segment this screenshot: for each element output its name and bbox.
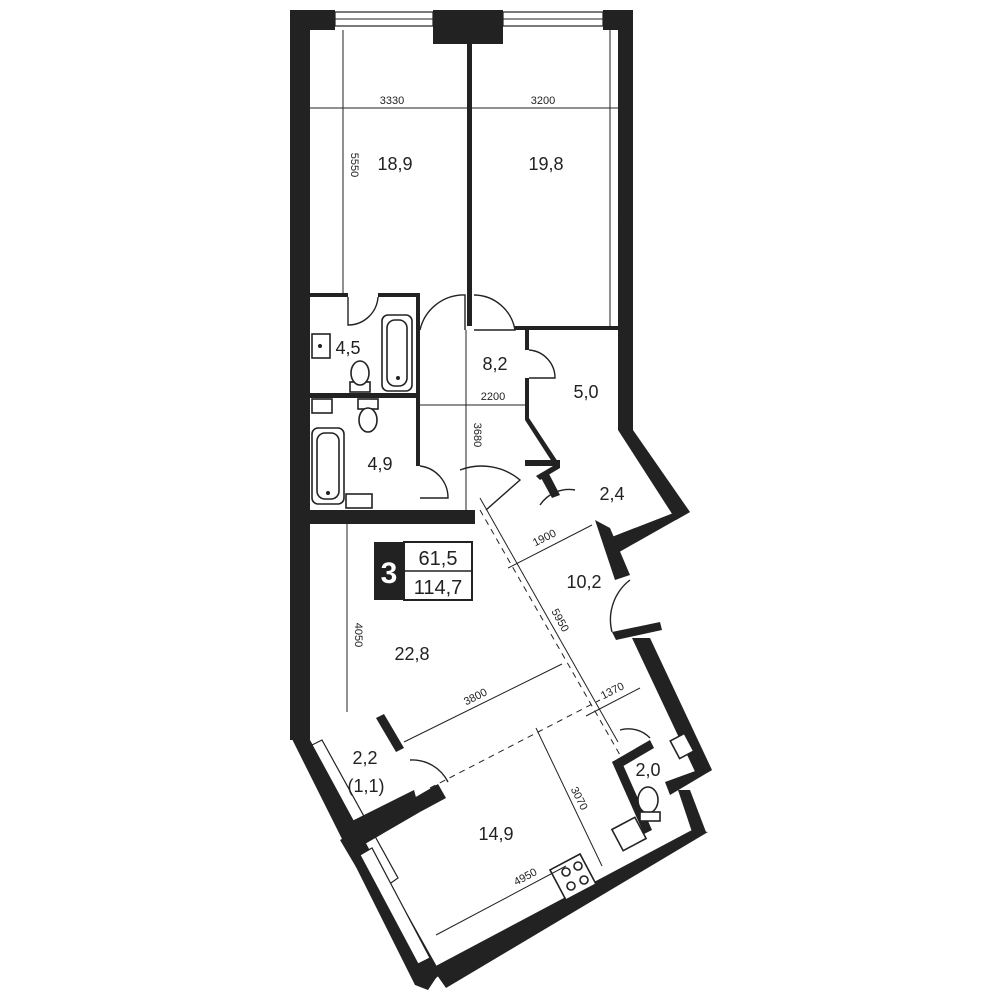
room-area-corridor: 10,2 [566, 572, 601, 592]
sink-wc [669, 732, 695, 760]
door-storage-1 [528, 349, 556, 379]
sink-3 [345, 493, 373, 509]
door-bathroom-1 [347, 296, 379, 326]
zone-lines [429, 509, 621, 789]
room-area-balcony: 2,2 [352, 748, 377, 768]
dim-hall-length: 3680 [471, 423, 483, 447]
room-area-balcony-reduced: (1,1) [347, 776, 384, 796]
toilet-2 [358, 407, 378, 433]
dim-kitchen-length: 3070 [568, 785, 590, 812]
column [433, 10, 503, 44]
room-area-storage-1: 5,0 [573, 382, 598, 402]
total-area: 114,7 [414, 577, 463, 599]
door-balcony [409, 759, 449, 783]
room-area-wc: 2,0 [635, 760, 660, 780]
toilet-1 [350, 360, 370, 386]
room-area-kitchen: 14,9 [478, 824, 513, 844]
dim-bedroom-1-width: 3330 [380, 95, 404, 107]
dim-kitchen-width: 4950 [512, 866, 539, 888]
door-bedroom-2 [473, 294, 516, 331]
door-hall [459, 465, 522, 511]
dim-living-length: 4050 [352, 623, 364, 647]
room-area-living: 22,8 [394, 644, 429, 664]
dim-corridor-width: 1900 [531, 527, 558, 549]
dim-bedroom-2-length: 6250 [615, 200, 627, 224]
stove [548, 852, 598, 902]
dim-bedroom-1-length: 5550 [348, 153, 360, 177]
rooms-count: 3 [381, 557, 398, 590]
door-storage-2 [539, 488, 576, 506]
toilet-wc [637, 786, 659, 814]
room-labels: 18,9 19,8 4,5 8,2 5,0 4,9 2,4 10,2 22,8 … [335, 154, 660, 844]
rooms-count-box [374, 542, 404, 600]
fixtures [311, 314, 695, 902]
area-summary-badge: 3 61,5 114,7 [374, 541, 473, 601]
kitchen-sink [610, 816, 648, 852]
door-corridor [609, 579, 631, 633]
windows [311, 11, 604, 965]
dimension-labels: 3330 3200 5550 6250 2200 3680 1900 5950 … [348, 95, 627, 888]
room-area-bathroom-2: 4,9 [367, 454, 392, 474]
living-area: 61,5 [419, 548, 458, 570]
room-area-storage-2: 2,4 [599, 484, 624, 504]
room-area-bedroom-2: 19,8 [528, 154, 563, 174]
window-kitchen [359, 847, 431, 965]
dim-hall-width: 2200 [481, 391, 505, 403]
door-bedroom-1 [419, 294, 466, 331]
sink-2 [311, 398, 333, 414]
room-area-hall: 8,2 [482, 354, 507, 374]
dim-passage-width: 1370 [599, 680, 626, 702]
room-area-bedroom-1: 18,9 [377, 154, 412, 174]
dim-corridor-length: 5950 [548, 607, 570, 634]
room-area-bathroom-1: 4,5 [335, 338, 360, 358]
door-wc [619, 728, 651, 739]
doors [347, 294, 651, 783]
dimension-lines [310, 30, 641, 936]
door-bathroom-2 [419, 465, 449, 499]
dim-living-width: 3800 [462, 686, 489, 708]
dim-bedroom-2-width: 3200 [531, 95, 555, 107]
